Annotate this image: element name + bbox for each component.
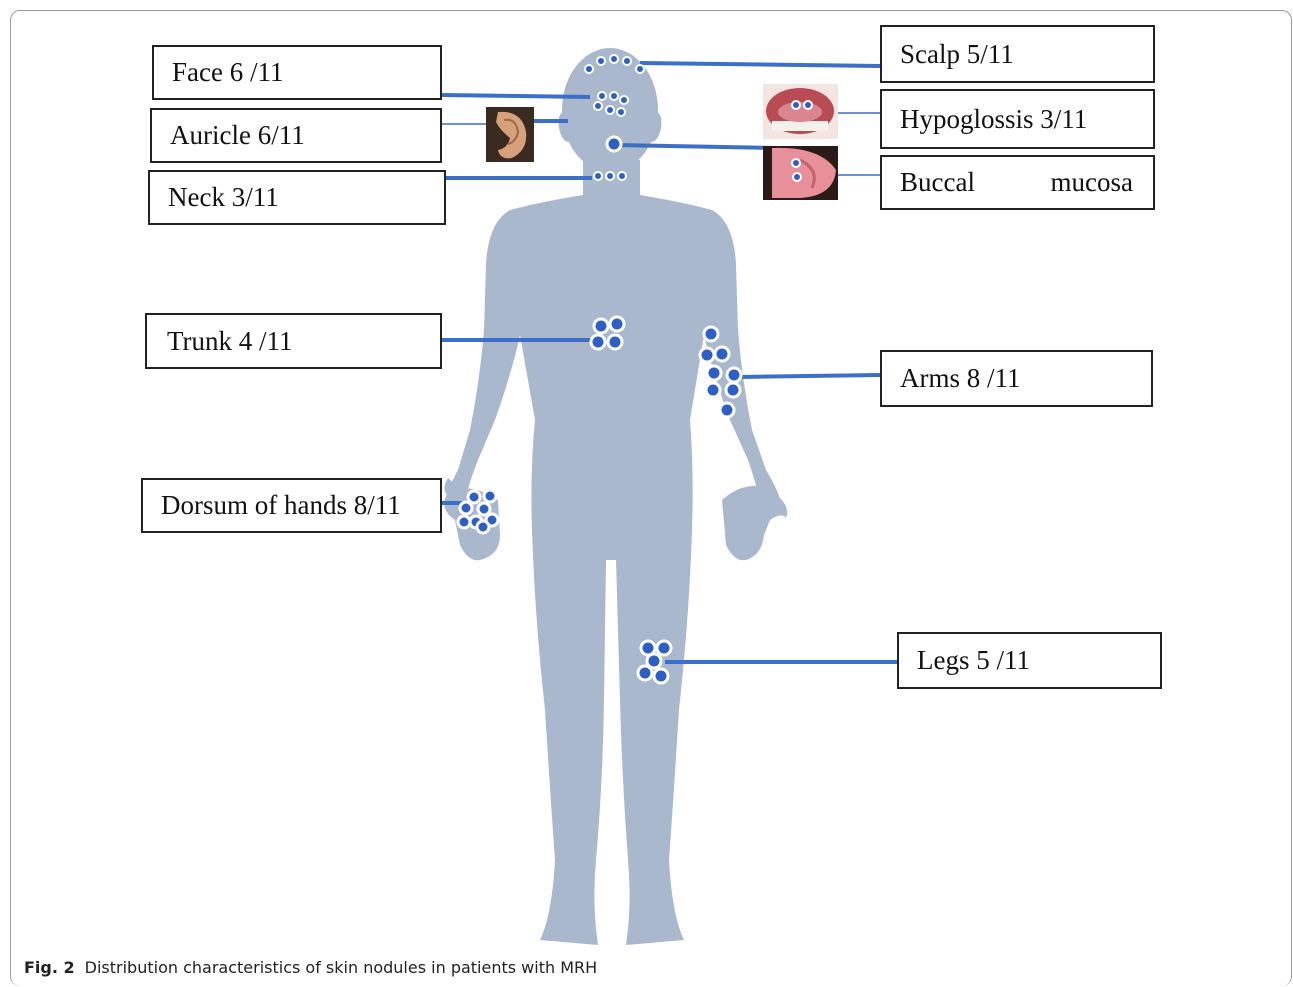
legs-label: Legs 5 /11 [897, 632, 1162, 689]
scalp-nodule [610, 55, 618, 63]
scalp-nodule [636, 65, 644, 73]
face-nodule [598, 92, 606, 100]
arms-leader-line [740, 375, 880, 377]
face-nodule [606, 106, 614, 114]
neck-label: Neck 3/11 [148, 170, 446, 225]
scalp-nodule [585, 65, 593, 73]
arms-nodule [704, 327, 718, 341]
auricle-label: Auricle 6/11 [150, 108, 442, 163]
hands-nodule [468, 491, 480, 503]
arms-label: Arms 8 /11 [880, 350, 1153, 407]
buccal-mucosa-photo-icon [763, 146, 838, 200]
scalp-leader-line [640, 63, 880, 66]
legs-nodule [654, 669, 668, 683]
neck-nodule [594, 172, 602, 180]
trunk-nodule [610, 317, 624, 331]
hands-nodule [477, 521, 489, 533]
figure-caption: Fig. 2 Distribution characteristics of sk… [24, 958, 597, 977]
figure-number: Fig. 2 [24, 958, 75, 977]
tongue-nodule [607, 137, 621, 151]
arms-nodule [707, 366, 721, 380]
arms-nodule [727, 368, 741, 382]
face-nodule [594, 102, 602, 110]
face-label: Face 6 /11 [152, 45, 442, 100]
mouth-open-photo-icon [763, 84, 838, 139]
face-nodule [617, 108, 625, 116]
face-leader-line [442, 95, 590, 97]
trunk-nodule [591, 335, 605, 349]
ear-photo-icon [486, 107, 534, 162]
hypoglossis-nodule [792, 101, 800, 109]
arms-nodule [715, 347, 729, 361]
hands-nodule [484, 490, 496, 502]
dorsum-of-hands-label: Dorsum of hands 8/11 [141, 478, 442, 533]
hands-nodule [478, 503, 490, 515]
trunk-nodule [608, 335, 622, 349]
hands-nodule [460, 502, 472, 514]
scalp-label: Scalp 5/11 [880, 25, 1155, 83]
trunk-label: Trunk 4 /11 [145, 313, 442, 369]
scalp-nodule [623, 57, 631, 65]
trunk-nodule [594, 319, 608, 333]
buccal-nodule [792, 159, 800, 167]
caption-text: Distribution characteristics of skin nod… [85, 958, 598, 977]
arms-nodule [720, 403, 734, 417]
legs-nodule [657, 641, 671, 655]
buccal-nodule [793, 173, 801, 181]
face-nodule [620, 96, 628, 104]
legs-nodule [638, 666, 652, 680]
hypoglossis-nodule [804, 101, 812, 109]
neck-nodule [618, 172, 626, 180]
arms-nodule [706, 383, 720, 397]
arms-nodule [700, 348, 714, 362]
face-nodule [610, 92, 618, 100]
hands-nodule [458, 516, 470, 528]
arms-nodule [726, 383, 740, 397]
neck-nodule [606, 172, 614, 180]
scalp-nodule [597, 57, 605, 65]
hypoglossis-label: Hypoglossis 3/11 [880, 89, 1155, 149]
